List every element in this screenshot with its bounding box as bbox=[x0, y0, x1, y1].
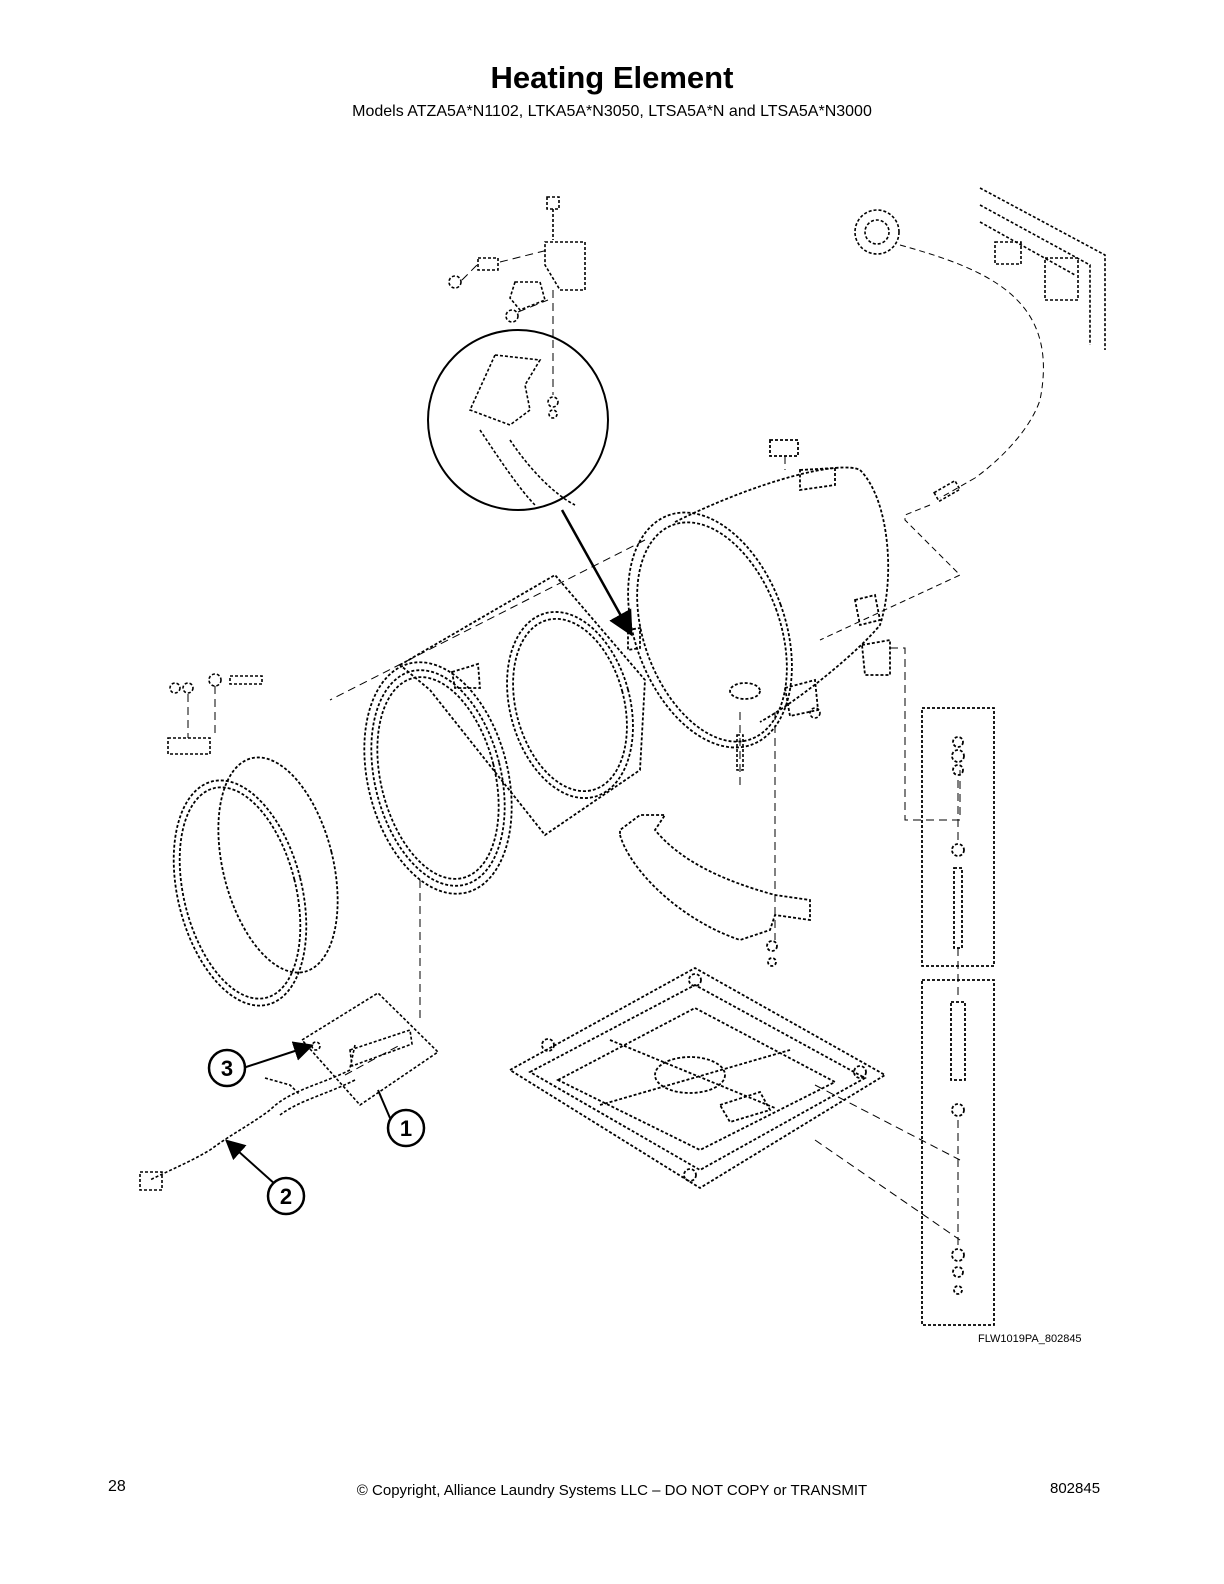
callout-2-leader bbox=[225, 1139, 277, 1186]
copyright-notice: © Copyright, Alliance Laundry Systems LL… bbox=[356, 1482, 868, 1499]
tub-support-strap bbox=[619, 814, 811, 967]
element-guide-line bbox=[344, 1044, 401, 1076]
detail-pointer-arrow bbox=[560, 509, 633, 637]
wire-harness bbox=[139, 1069, 356, 1191]
callout-2: 2 bbox=[266, 1176, 306, 1216]
figure-code: FLW1019PA_802845 bbox=[978, 1333, 1082, 1345]
callout-3: 3 bbox=[207, 1048, 247, 1088]
callout-3-leader bbox=[242, 1041, 314, 1069]
tub-front-assembly bbox=[398, 573, 646, 837]
heating-element-group bbox=[300, 991, 440, 1107]
callout-1: 1 bbox=[386, 1108, 426, 1148]
door-gasket-rings bbox=[172, 661, 513, 1007]
cabinet-corner bbox=[979, 187, 1106, 350]
nut-small bbox=[809, 707, 821, 719]
pressure-switch bbox=[854, 209, 1079, 301]
outer-tub bbox=[627, 439, 891, 749]
gasket-guide-lines bbox=[187, 686, 421, 1020]
base-guide-lines bbox=[814, 1084, 961, 1241]
svg-text:1: 1 bbox=[400, 1116, 412, 1141]
top-bracket-assembly bbox=[448, 196, 586, 323]
machine-base-frame bbox=[508, 966, 887, 1190]
page-number: 28 bbox=[108, 1478, 126, 1495]
page-title: Heating Element bbox=[490, 60, 734, 95]
callout-1-leader bbox=[377, 1089, 391, 1119]
bolt bbox=[736, 734, 744, 771]
pressure-hose bbox=[819, 244, 1044, 641]
svg-text:2: 2 bbox=[280, 1184, 292, 1209]
page-subtitle: Models ATZA5A*N1102, LTKA5A*N3050, LTSA5… bbox=[352, 103, 872, 120]
hose-clamp bbox=[933, 479, 961, 503]
document-number: 802845 bbox=[1050, 1480, 1101, 1497]
svg-text:3: 3 bbox=[221, 1056, 233, 1081]
tub-guide-lines bbox=[329, 456, 961, 940]
detail-view-circle bbox=[427, 329, 609, 511]
gasket-clamp-fasteners bbox=[167, 673, 263, 755]
